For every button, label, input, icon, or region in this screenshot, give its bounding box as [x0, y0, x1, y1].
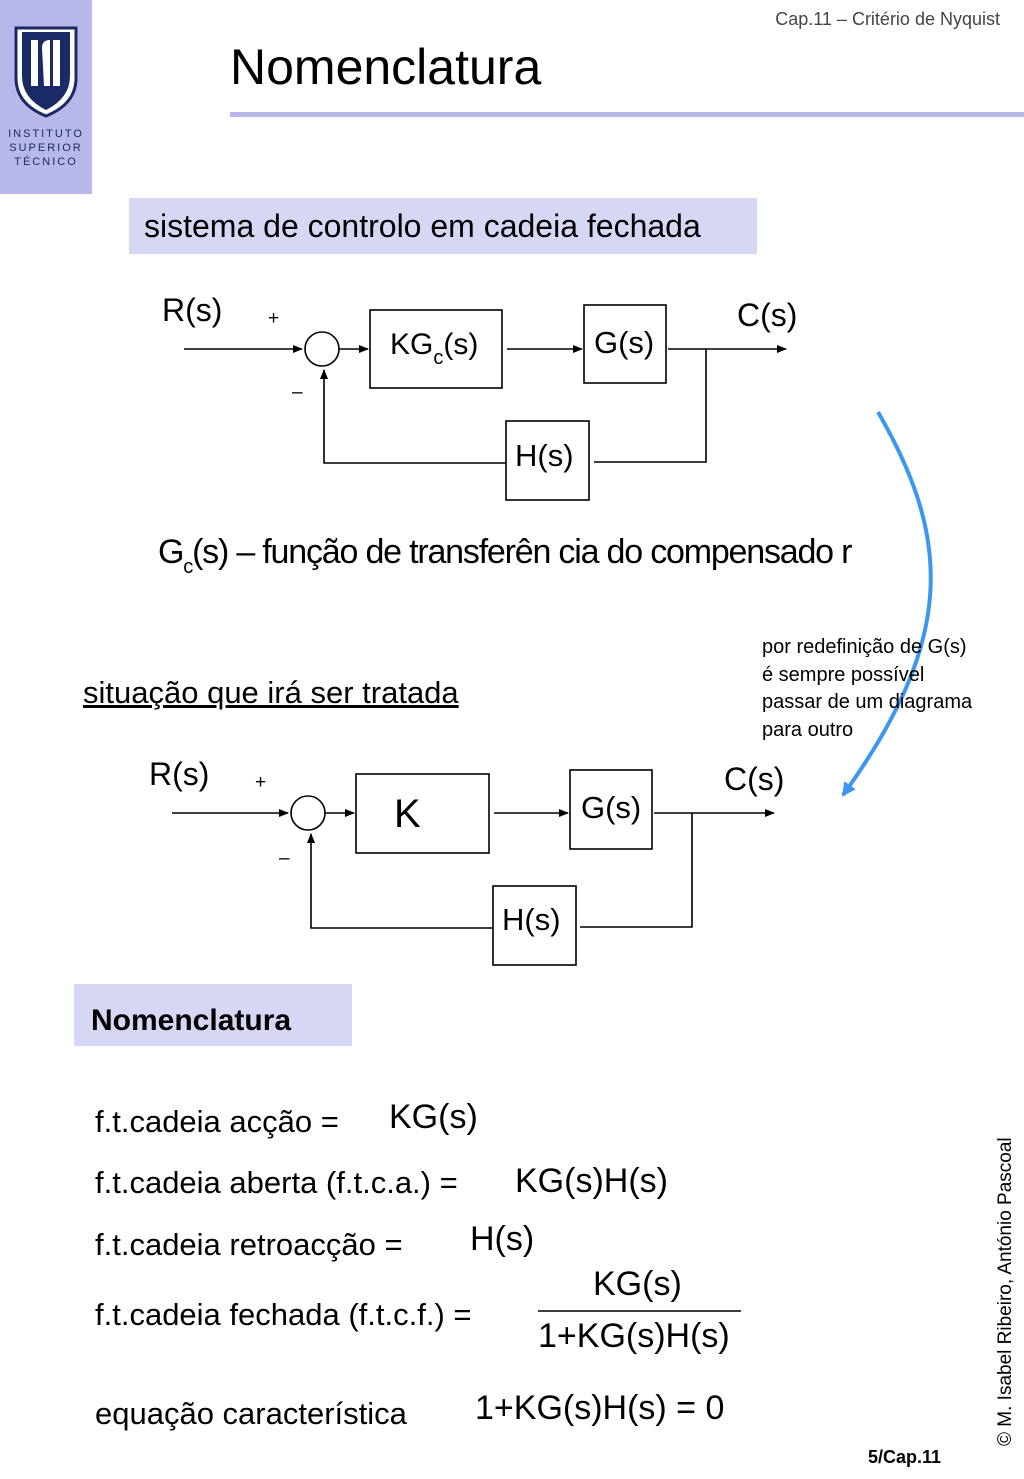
characteristic-equation-expr: 1+KG(s)H(s) = 0: [475, 1389, 725, 1427]
logo-line-3: TÉCNICO: [14, 156, 78, 168]
diagram1-controller-arg: (s): [443, 328, 479, 361]
logo-text: INSTITUTO SUPERIOR TÉCNICO: [0, 127, 92, 169]
feedback-block-1: [505, 420, 590, 501]
diagram-1: [184, 304, 787, 501]
diagram2-output-label: C(s): [724, 761, 785, 797]
feedback-path-left-2: [307, 833, 493, 929]
summing-junction-2: [290, 795, 326, 831]
characteristic-equation-label: equação característica: [95, 1396, 407, 1431]
note-line-4: para outro: [762, 718, 854, 741]
gc-rest: (s) – função de transferên cia do compen…: [192, 533, 852, 571]
gc-main: G: [158, 533, 184, 571]
diagram2-minus-sign: –: [279, 848, 290, 869]
chapter-header: Cap.11 – Critério de Nyquist: [775, 9, 1000, 29]
plant-block-1: [583, 304, 667, 384]
page-number: 5/Cap.11: [868, 1447, 942, 1467]
diagram2-plus-sign: +: [255, 772, 267, 793]
redefinition-curved-arrow: [841, 410, 933, 797]
diagram1-input-label: R(s): [162, 292, 223, 328]
diagram1-plus-sign: +: [268, 308, 280, 329]
controller-block-1: [369, 309, 503, 389]
diagram2-controller-label: K: [394, 792, 421, 836]
feedback-path-right-2: [580, 813, 693, 928]
diagram1-controller-main: KG: [390, 328, 434, 361]
feedback-block-2: [492, 885, 577, 966]
diagram1-output-label: C(s): [737, 297, 798, 333]
note-line-2: é sempre possível: [762, 663, 925, 686]
situation-heading: situação que irá ser tratada: [83, 675, 459, 710]
open-loop-expr: KG(s)H(s): [515, 1162, 668, 1200]
gc-sub: c: [183, 556, 193, 578]
forward-path-expr: KG(s): [389, 1098, 478, 1136]
diagram1-controller-sub: c: [433, 347, 444, 369]
controller-block-2: [355, 773, 490, 854]
diagram1-feedback-label: H(s): [515, 438, 574, 473]
note-line-3: passar de um diagrama: [762, 691, 973, 713]
page-title: Nomenclatura: [230, 39, 542, 95]
logo-line-2: SUPERIOR: [9, 142, 83, 154]
nomenclature-label-box: Nomenclatura: [74, 984, 352, 1046]
copyright-notice: © M. Isabel Ribeiro, António Pascoal: [995, 1137, 1016, 1446]
logo-line-1: INSTITUTO: [8, 128, 84, 140]
diagram2-input-label: R(s): [149, 756, 210, 792]
feedback-path-label: f.t.cadeia retroacção =: [95, 1227, 403, 1262]
feedback-path-right-1: [594, 349, 707, 463]
closed-loop-tf-label: f.t.cadeia fechada (f.t.c.f.) =: [95, 1297, 472, 1332]
diagram-2: [172, 769, 775, 966]
diagram1-plant-label: G(s): [594, 325, 655, 360]
diagram2-feedback-label: H(s): [502, 902, 561, 937]
closed-loop-label-box: sistema de controlo em cadeia fechada: [129, 198, 757, 254]
plant-block-2: [569, 769, 653, 850]
closed-loop-denominator: 1+KG(s)H(s): [538, 1317, 730, 1355]
note-line-1: por redefinição de G(s): [762, 636, 967, 658]
redefinition-note: por redefinição de G(s) é sempre possíve…: [762, 634, 972, 744]
closed-loop-numerator: KG(s): [593, 1265, 682, 1303]
summing-junction-1: [304, 331, 340, 367]
open-loop-label: f.t.cadeia aberta (f.t.c.a.) =: [95, 1165, 458, 1200]
diagram1-controller-label: KGc(s): [390, 328, 479, 369]
ist-shield-logo: [14, 26, 78, 118]
diagram1-minus-sign: –: [292, 382, 303, 403]
gc-definition: Gc(s) – função de transferên cia do comp…: [158, 533, 852, 578]
title-underline: [230, 112, 1024, 117]
feedback-path-expr: H(s): [470, 1220, 535, 1258]
forward-path-label: f.t.cadeia acção =: [95, 1104, 339, 1139]
feedback-path-left-1: [320, 369, 506, 464]
diagram2-plant-label: G(s): [581, 790, 642, 825]
